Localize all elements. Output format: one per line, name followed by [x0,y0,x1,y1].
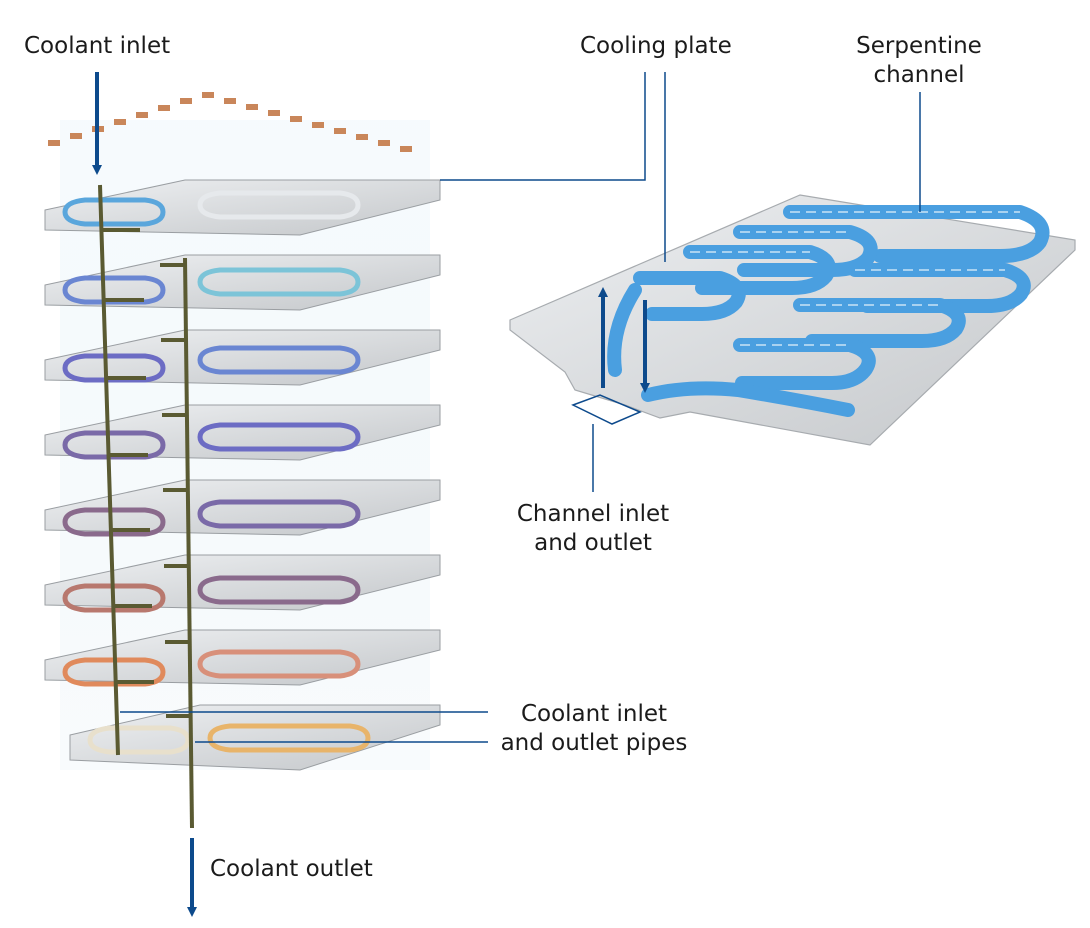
serpentine-channel [607,205,1050,417]
single-cooling-plate [509,194,1076,446]
channel-inlet-outlet-label: Channel inlet and outlet [500,500,686,558]
coolant-pipes [98,184,194,829]
cooling-plate-layer-8 [69,704,441,771]
channel-io-highlight [571,394,642,425]
channel-io-label-line1: Channel inlet [516,501,670,527]
serpentine-channel-label-line1: Serpentine [856,33,982,59]
coolant-pipes-label: Coolant inlet and outlet pipes [492,700,696,758]
cooling-plate-layer-2 [44,254,441,311]
coolant-inlet-label: Coolant inlet [24,33,171,59]
serpentine-channel-label-line2: channel [873,62,965,88]
channel-io-label-line2: and outlet [534,530,652,556]
cooling-plate-layer-6 [44,554,441,613]
cooling-plate-layer-1 [44,179,441,236]
cooling-plate-layer-3 [44,329,441,386]
serpentine-channel-label: Serpentine channel [848,32,990,90]
leader-lines [120,72,921,743]
coolant-pipes-label-line2: and outlet pipes [500,730,688,756]
leader-cooling-plate [440,72,646,181]
battery-stack [44,92,441,829]
cooling-plate-layer-7 [44,629,441,687]
serpentine-channel-highlight [690,211,1020,346]
cooling-plate-label: Cooling plate [580,33,732,59]
coolant-outlet-label: Coolant outlet [210,856,373,882]
coolant-pipes-label-line1: Coolant inlet [520,701,668,727]
cooling-plate-layer-5 [44,479,441,537]
